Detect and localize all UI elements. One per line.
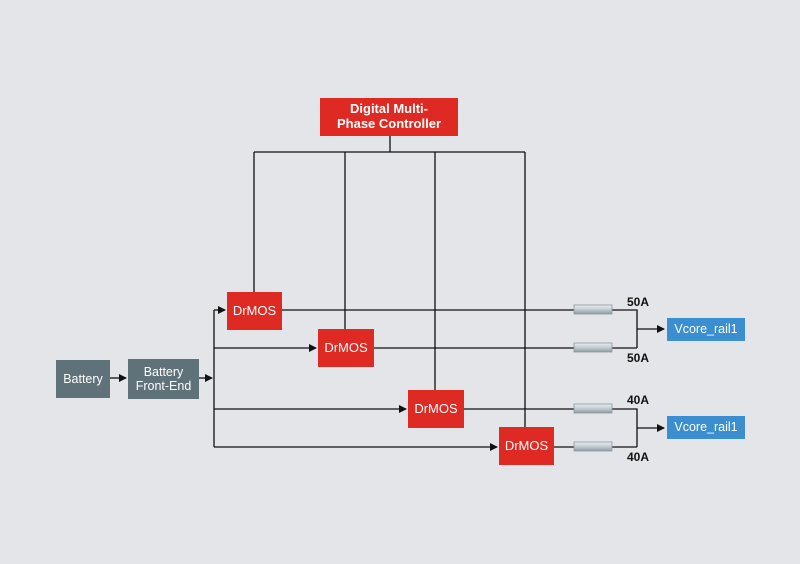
rail-box-1: Vcore_rail1 (667, 318, 745, 341)
drmos-box-3: DrMOS (408, 390, 464, 428)
controller-box: Digital Multi- Phase Controller (320, 98, 458, 136)
current-label-2: 50A (627, 351, 650, 365)
merge-rail-2-wire (612, 408, 664, 448)
rail-label: Vcore_rail1 (674, 322, 738, 337)
drmos-label: DrMOS (232, 302, 277, 318)
battery-box: Battery (56, 360, 110, 398)
drmos-label: DrMOS (504, 437, 549, 453)
current-label-3: 40A (627, 393, 650, 407)
rail-box-2: Vcore_rail1 (667, 416, 745, 439)
front-end-box: Battery Front-End (128, 359, 199, 399)
drmos-label: DrMOS (414, 400, 458, 416)
current-label-1: 50A (627, 295, 650, 309)
inductor-4 (573, 441, 613, 452)
inductor-3 (573, 403, 613, 414)
battery-label: Battery (63, 371, 103, 386)
front-end-line-1: Battery (143, 364, 184, 379)
merge-rail-1-wire (612, 309, 664, 349)
controller-line-2: Phase Controller (336, 116, 442, 131)
inductor-group (573, 304, 613, 452)
controller-line-1: Digital Multi- (350, 101, 428, 117)
rail-label: Vcore_rail1 (674, 420, 738, 435)
current-label-4: 40A (627, 450, 650, 464)
inductor-2 (573, 342, 613, 353)
inductor-1 (573, 304, 613, 315)
front-end-line-2: Front-End (135, 379, 192, 393)
drmos-label: DrMOS (324, 339, 368, 355)
controller-bus-wire (253, 136, 526, 427)
drmos-box-4: DrMOS (499, 427, 554, 465)
drmos-box-1: DrMOS (227, 292, 282, 330)
drmos-box-2: DrMOS (318, 329, 374, 367)
